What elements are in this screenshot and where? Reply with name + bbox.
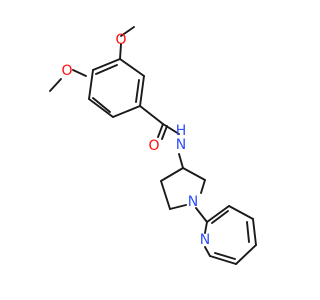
pyrrolidine-nitrogen: N xyxy=(188,194,198,210)
pyridine-nitrogen: N xyxy=(200,232,210,248)
amide-nitrogen: N xyxy=(176,137,186,153)
molecule-structure: O O O N H N N xyxy=(49,26,257,265)
carbonyl-oxygen: O xyxy=(148,138,159,154)
atom-labels: O O O N H N N xyxy=(61,32,210,248)
bond-lines xyxy=(49,26,257,265)
methoxy-oxygen-top: O xyxy=(115,32,126,48)
amide-hydrogen: H xyxy=(176,123,187,139)
methoxy-oxygen-left: O xyxy=(61,63,72,79)
